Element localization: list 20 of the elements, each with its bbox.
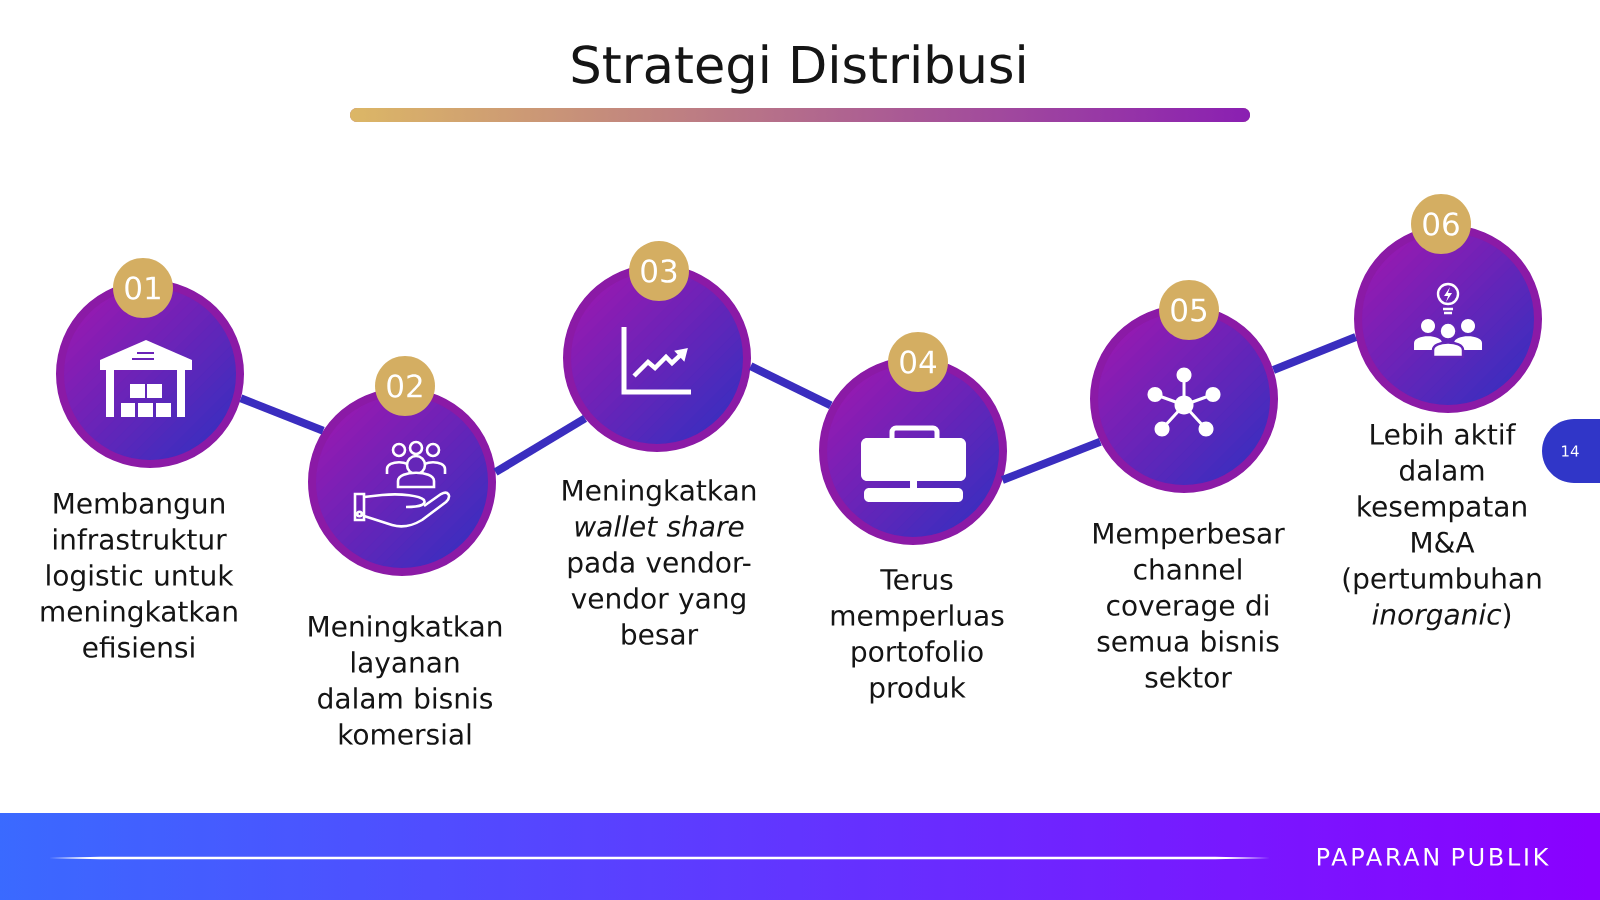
step-description: Meningkatkan wallet share pada vendor-vendor yang besar bbox=[563, 479, 756, 645]
number-badge: 02 bbox=[375, 356, 435, 416]
connector-line bbox=[1000, 437, 1102, 484]
step-description: Meningkatkan layanan dalam bisnis komersial bbox=[309, 615, 502, 745]
number-badge: 05 bbox=[1159, 280, 1219, 340]
connector-line bbox=[748, 362, 833, 410]
number-badge: 01 bbox=[113, 258, 173, 318]
title: Strategi Distribusi bbox=[572, 44, 1024, 94]
step-description: Memperbesar channel coverage di semua bisnis sektor bbox=[1094, 522, 1285, 688]
step-description: Terus memperluas portofolio produk bbox=[831, 569, 1004, 704]
connector-line bbox=[239, 394, 325, 435]
step-description: Membangun infrastruktur logistic untuk meningkatkan efisiensi bbox=[41, 492, 237, 658]
footer-text: PAPARAN PUBLIK bbox=[1318, 848, 1549, 866]
page-number-tab: 14 bbox=[1542, 419, 1600, 483]
connector-line bbox=[493, 415, 588, 476]
connector-line bbox=[1271, 333, 1358, 374]
step-description: Lebih aktif dalam kesempatan M&A (pertumbuhan inorganic) bbox=[1343, 423, 1541, 631]
number-badge: 04 bbox=[888, 332, 948, 392]
number-badge: 03 bbox=[629, 241, 689, 301]
number-badge: 06 bbox=[1411, 194, 1471, 254]
